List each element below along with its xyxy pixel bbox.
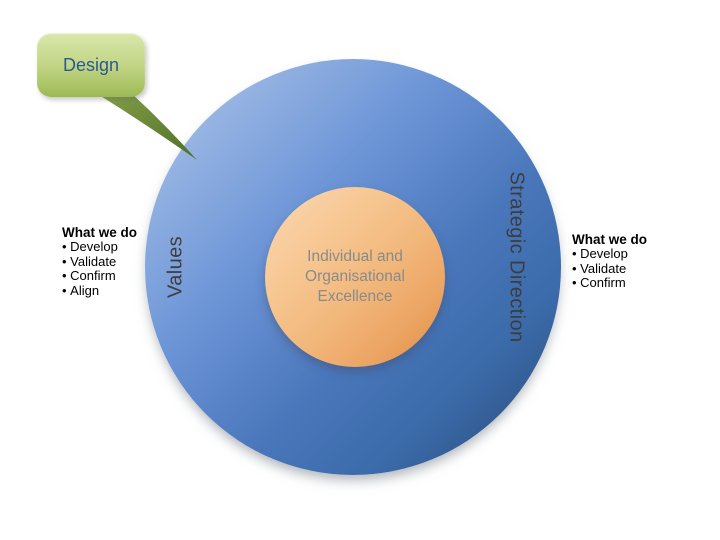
bullet-item: Validate [572,261,647,277]
design-callout-label: Design [62,54,120,75]
inner-circle-line: Organisational [305,268,405,285]
left-what-we-do-panel: What we do Develop Validate Confirm Alig… [62,225,137,298]
bullet-item: Develop [62,239,137,255]
right-what-we-do-panel: What we do Develop Validate Confirm [572,232,647,291]
callout-tail [94,92,197,160]
values-label: Values [164,235,187,299]
inner-circle-line: Excellence [317,288,393,305]
design-callout: Design [37,33,145,97]
bullet-item: Confirm [572,275,647,291]
inner-circle-label: Individual and Organisational Excellence [305,247,405,307]
bullet-item: Develop [572,246,647,262]
left-bullet-list: Develop Validate Confirm Align [62,239,137,299]
right-bullet-list: Develop Validate Confirm [572,246,647,291]
bullet-item: Confirm [62,268,137,284]
bullet-item: Validate [62,254,137,270]
right-panel-title: What we do [572,232,647,247]
inner-circle: Individual and Organisational Excellence [265,187,445,367]
strategic-direction-label: Strategic Direction [505,171,528,343]
inner-circle-line: Individual and [307,248,403,265]
left-panel-title: What we do [62,225,137,240]
bullet-item: Align [62,283,137,299]
